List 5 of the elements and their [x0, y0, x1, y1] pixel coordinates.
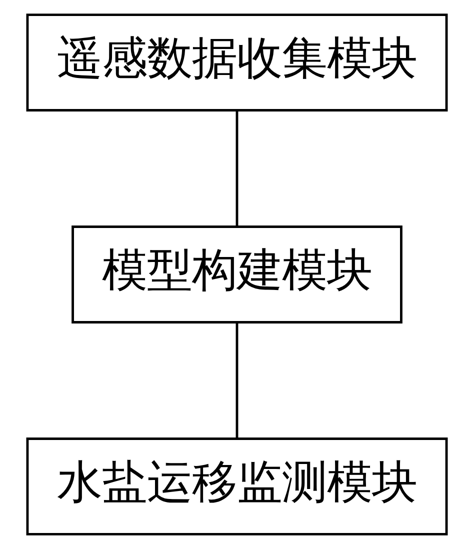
connector: [236, 322, 238, 439]
connector: [236, 110, 238, 227]
node-box: 模型构建模块: [72, 226, 402, 324]
node-box: 遥感数据收集模块: [26, 14, 448, 112]
node-box: 水盐运移监测模块: [26, 438, 448, 536]
